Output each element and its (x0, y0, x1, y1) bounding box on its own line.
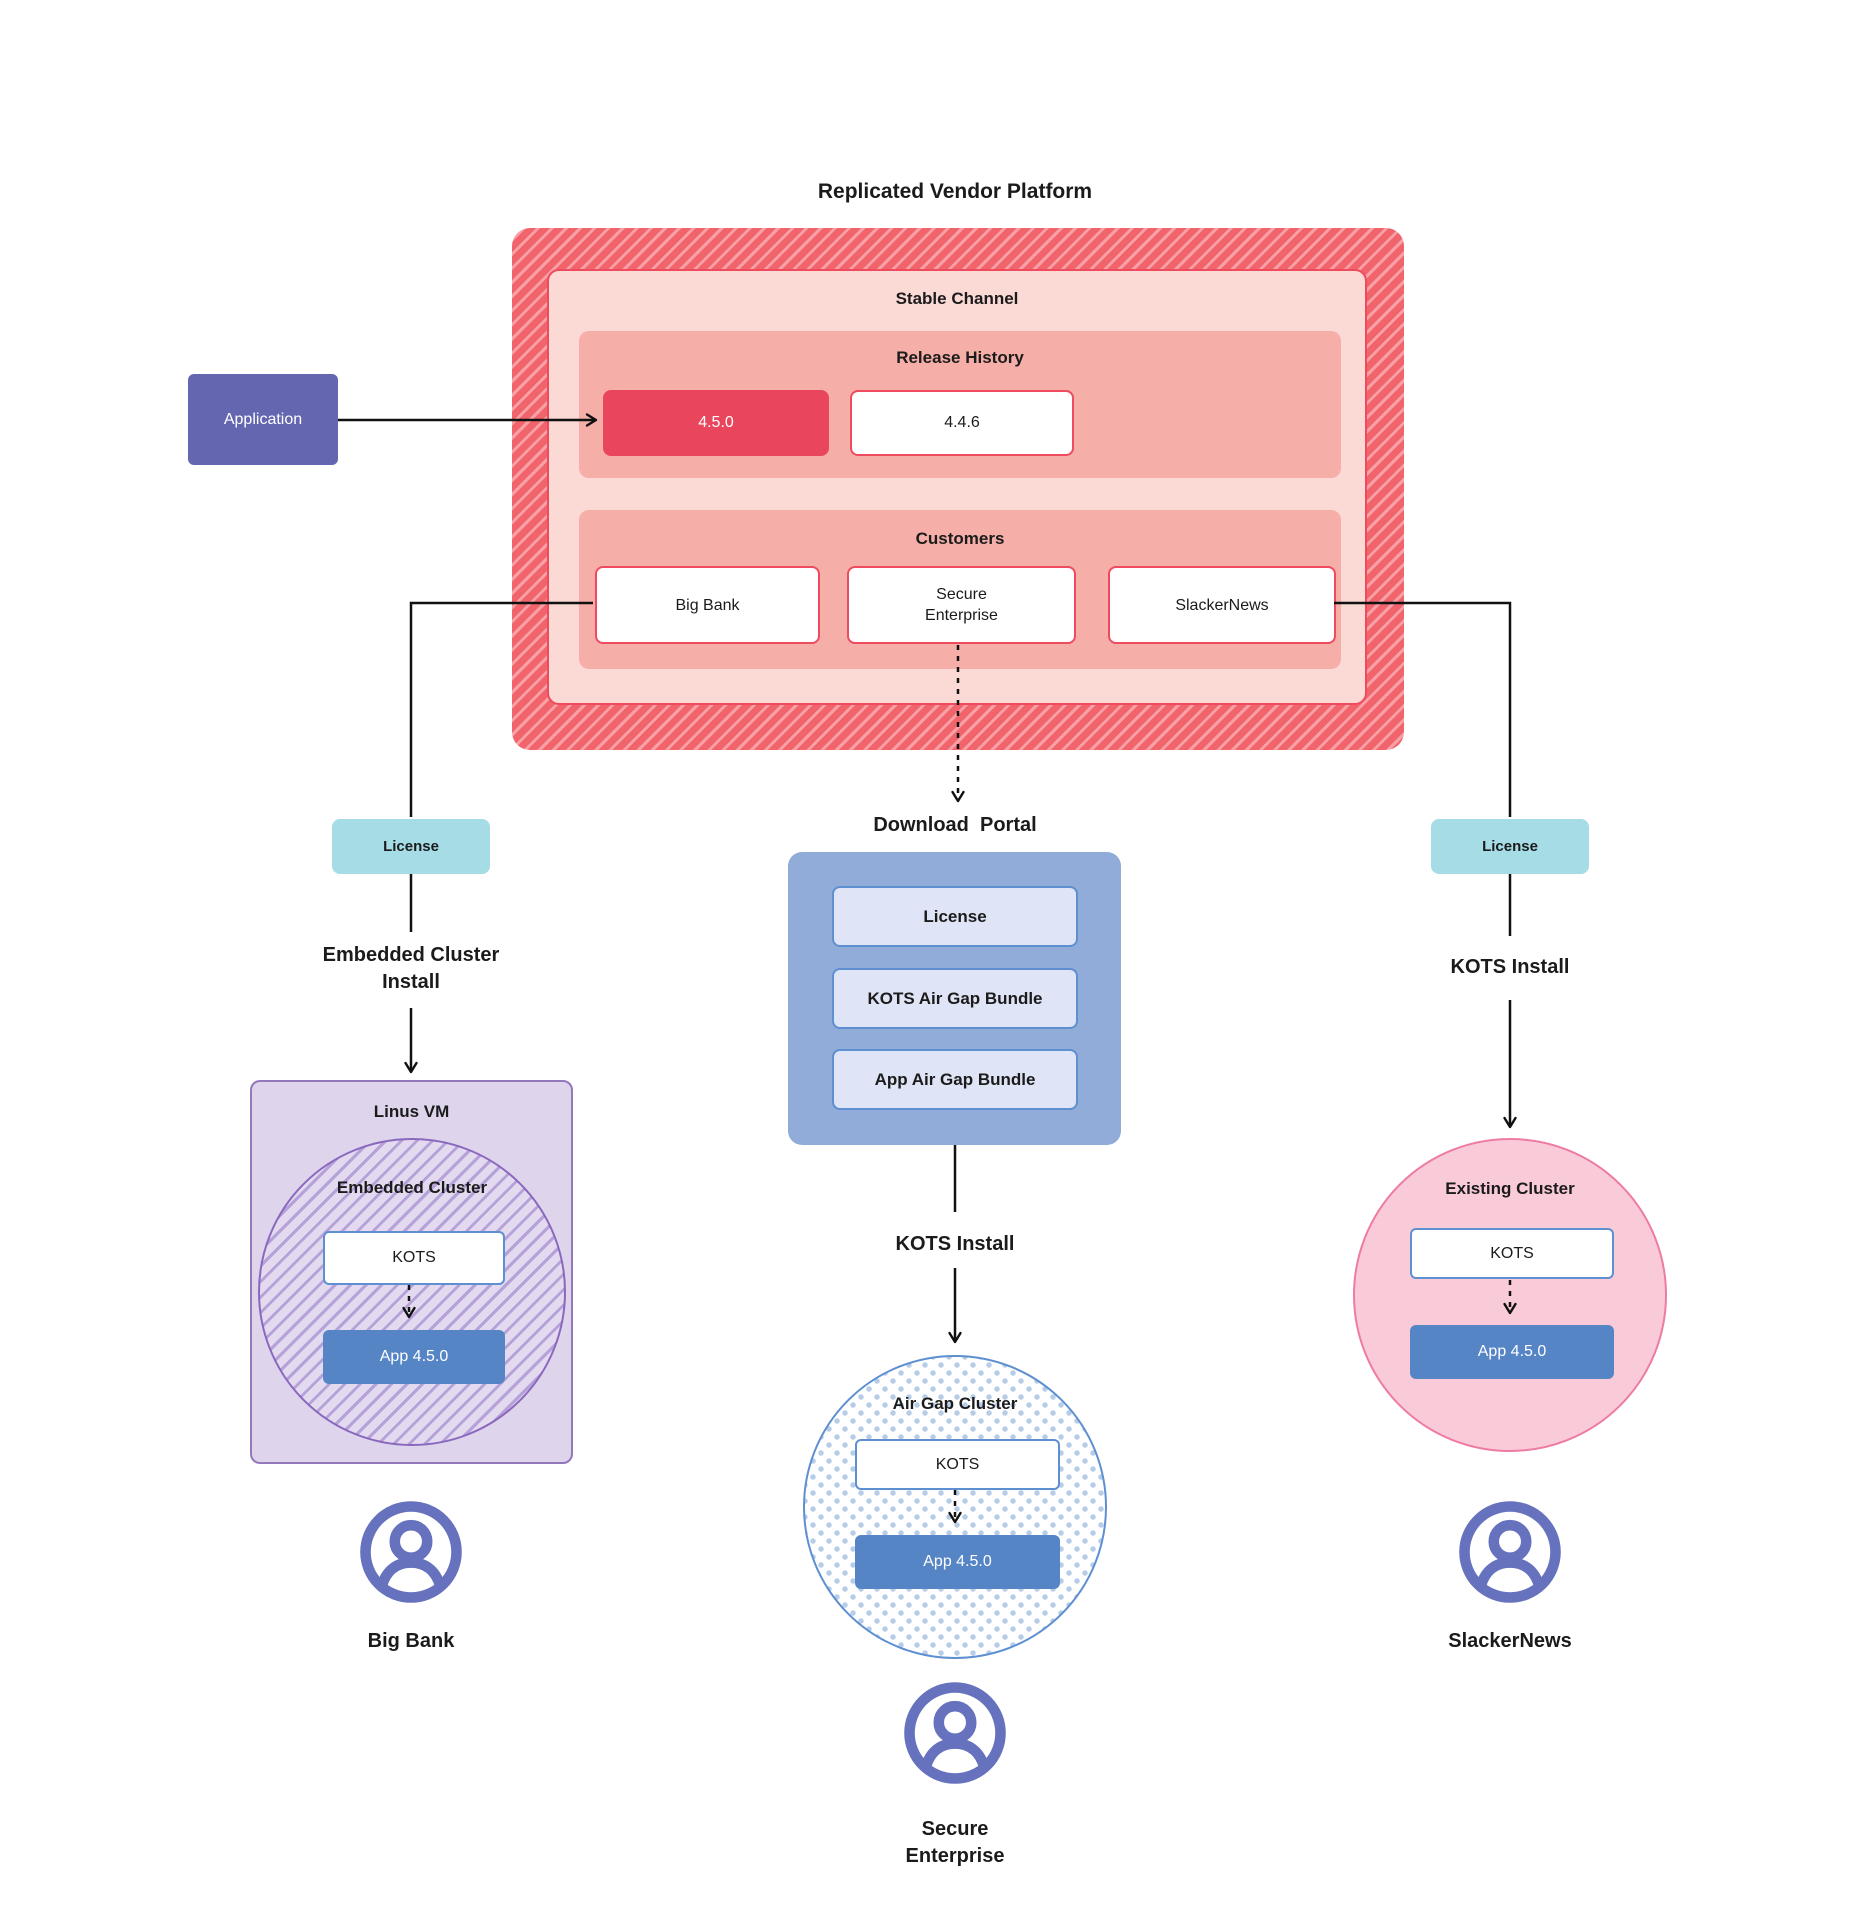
embedded-cluster-label: Embedded Cluster (336, 1178, 488, 1197)
customer-big-bank: Big Bank (595, 566, 820, 644)
stable-channel-box: Stable Channel Release History 4.5.0 4.4… (547, 269, 1367, 705)
license-node-left: License (332, 819, 490, 874)
customers-label: Customers (915, 529, 1005, 548)
diagram-title: Replicated Vendor Platform (817, 180, 1093, 203)
linus-vm-label: Linus VM (373, 1102, 450, 1121)
user-label-big-bank: Big Bank (367, 1630, 455, 1652)
portal-item-app-airgap-bundle: App Air Gap Bundle (832, 1049, 1078, 1110)
customer-slackernews: SlackerNews (1108, 566, 1336, 644)
download-portal-box: License KOTS Air Gap Bundle App Air Gap … (788, 852, 1121, 1145)
app-node-left: App 4.5.0 (323, 1330, 505, 1384)
portal-item-kots-airgap-bundle: KOTS Air Gap Bundle (832, 968, 1078, 1029)
kots-node-middle: KOTS (855, 1439, 1060, 1490)
embedded-cluster-install-label: Embedded Cluster Install (322, 944, 500, 993)
embedded-cluster-circle: Embedded Cluster KOTS App 4.5.0 (258, 1138, 566, 1446)
stable-channel-label: Stable Channel (895, 289, 1019, 308)
person-icon (1459, 1501, 1561, 1603)
kots-install-label-middle: KOTS Install (895, 1233, 1015, 1255)
air-gap-cluster-circle: Air Gap Cluster KOTS App 4.5.0 (803, 1355, 1107, 1659)
customer-secure-enterprise: Secure Enterprise (847, 566, 1076, 644)
release-history-panel: Release History 4.5.0 4.4.6 (579, 331, 1341, 478)
linus-vm-box: Linus VM Embedded Cluster KOTS App 4.5.0 (250, 1080, 573, 1464)
person-icon (360, 1501, 462, 1603)
vendor-platform-container: Stable Channel Release History 4.5.0 4.4… (512, 228, 1404, 750)
application-node: Application (188, 374, 338, 465)
license-node-right: License (1431, 819, 1589, 874)
user-label-slackernews: SlackerNews (1448, 1630, 1572, 1652)
kots-install-label-right: KOTS Install (1450, 956, 1570, 978)
existing-cluster-label: Existing Cluster (1445, 1179, 1575, 1198)
download-portal-title: Download Portal (873, 814, 1037, 836)
app-node-middle: App 4.5.0 (855, 1535, 1060, 1589)
air-gap-cluster-label: Air Gap Cluster (892, 1394, 1018, 1413)
existing-cluster-circle: Existing Cluster KOTS App 4.5.0 (1353, 1138, 1667, 1452)
kots-node-right: KOTS (1410, 1228, 1614, 1279)
customers-panel: Customers Big Bank Secure Enterprise Sla… (579, 510, 1341, 669)
kots-node-left: KOTS (323, 1231, 505, 1285)
user-label-secure-enterprise: Secure Enterprise (905, 1818, 1005, 1867)
portal-item-license: License (832, 886, 1078, 947)
release-history-label: Release History (896, 348, 1024, 367)
person-icon (904, 1682, 1006, 1784)
app-node-right: App 4.5.0 (1410, 1325, 1614, 1379)
release-version-446: 4.4.6 (850, 390, 1074, 456)
release-version-450: 4.5.0 (603, 390, 829, 456)
